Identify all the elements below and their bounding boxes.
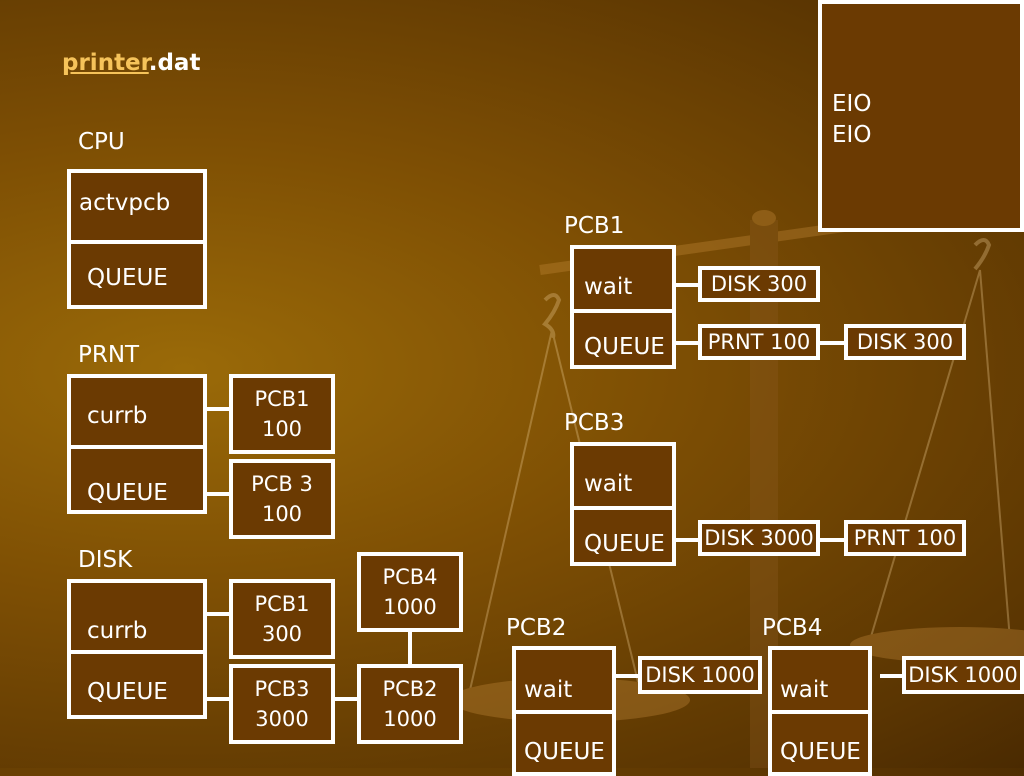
prnt-block: currb QUEUE	[67, 374, 207, 514]
disk-queue: QUEUE	[71, 650, 203, 719]
eio-box: EIO EIO	[818, 0, 1024, 232]
pcb3-queue-connector	[676, 538, 700, 542]
pcb1-block: wait QUEUE	[570, 245, 676, 369]
node-line: PCB 3	[251, 472, 313, 496]
prnt-label: PRNT	[78, 342, 140, 368]
disk-pcb3-pcb2-connector	[335, 697, 359, 701]
prnt-node-pcb3: PCB 3 100	[229, 459, 335, 539]
disk-pcb4-pcb2-connector	[408, 632, 412, 666]
eio-line-2: EIO	[832, 122, 872, 148]
pcb2-wait-node: DISK 1000	[638, 656, 762, 694]
cpu-queue: QUEUE	[71, 240, 203, 309]
disk-currb: currb	[87, 618, 148, 644]
pcb1-wait-node: DISK 300	[698, 266, 820, 302]
pcb4-wait-node: DISK 1000	[902, 656, 1024, 694]
disk-node-pcb3: PCB3 3000	[229, 664, 335, 744]
node-line: PCB1	[254, 592, 310, 616]
pcb3-label: PCB3	[564, 410, 625, 436]
node-line: 1000	[383, 707, 437, 731]
pcb2-wait-connector	[616, 674, 640, 678]
cpu-block: actvpcb QUEUE	[67, 169, 207, 309]
printer-link[interactable]: printer	[62, 50, 149, 76]
node-line: PCB1	[254, 387, 310, 411]
pcb4-wait-connector	[880, 674, 904, 678]
pcb1-wait: wait	[584, 274, 633, 300]
prnt-currb-connector	[207, 407, 231, 411]
eio-line-1: EIO	[832, 91, 872, 117]
node-line: 100	[261, 502, 303, 526]
node-line: PCB2	[382, 677, 438, 701]
pcb2-label: PCB2	[506, 615, 567, 641]
pcb3-wait: wait	[584, 471, 633, 497]
pcb3-queue-node-2: PRNT 100	[844, 520, 966, 556]
node-line: 300	[261, 622, 303, 646]
node-line: PCB4	[382, 565, 438, 589]
pcb4-label: PCB4	[762, 615, 823, 641]
pcb3-queue: QUEUE	[574, 506, 672, 566]
pcb2-queue: QUEUE	[516, 710, 612, 776]
prnt-currb: currb	[87, 403, 148, 429]
node-line: PCB3	[254, 677, 310, 701]
prnt-queue-connector	[207, 492, 231, 496]
pcb3-queue-connector-2	[820, 538, 846, 542]
disk-label: DISK	[78, 547, 133, 573]
pcb3-block: wait QUEUE	[570, 442, 676, 566]
cpu-actvpcb: actvpcb	[79, 190, 171, 216]
disk-queue-connector	[207, 697, 231, 701]
pcb2-wait: wait	[524, 677, 573, 703]
disk-currb-connector	[207, 612, 231, 616]
page-title: printer.dat	[62, 50, 200, 76]
cpu-label: CPU	[78, 129, 125, 155]
pcb4-wait: wait	[780, 677, 829, 703]
title-suffix: .dat	[148, 50, 201, 76]
prnt-node-pcb1: PCB1 100	[229, 374, 335, 454]
pcb4-queue: QUEUE	[772, 710, 868, 776]
pcb1-queue-connector-2	[820, 341, 846, 345]
pcb2-block: wait QUEUE	[512, 646, 616, 776]
pcb1-wait-connector	[676, 283, 700, 287]
node-line: 1000	[383, 595, 437, 619]
pcb1-queue-node-1: PRNT 100	[698, 324, 820, 360]
pcb1-queue-connector	[676, 341, 700, 345]
pcb1-queue-node-2: DISK 300	[844, 324, 966, 360]
pcb3-queue-node-1: DISK 3000	[698, 520, 820, 556]
disk-node-pcb4: PCB4 1000	[357, 552, 463, 632]
node-line: 3000	[255, 707, 309, 731]
disk-node-pcb2: PCB2 1000	[357, 664, 463, 744]
disk-block: currb QUEUE	[67, 579, 207, 719]
pcb1-label: PCB1	[564, 213, 625, 239]
pcb1-queue: QUEUE	[574, 309, 672, 369]
disk-node-pcb1: PCB1 300	[229, 579, 335, 659]
pcb4-block: wait QUEUE	[768, 646, 872, 776]
prnt-queue: QUEUE	[71, 445, 203, 514]
node-line: 100	[261, 417, 303, 441]
